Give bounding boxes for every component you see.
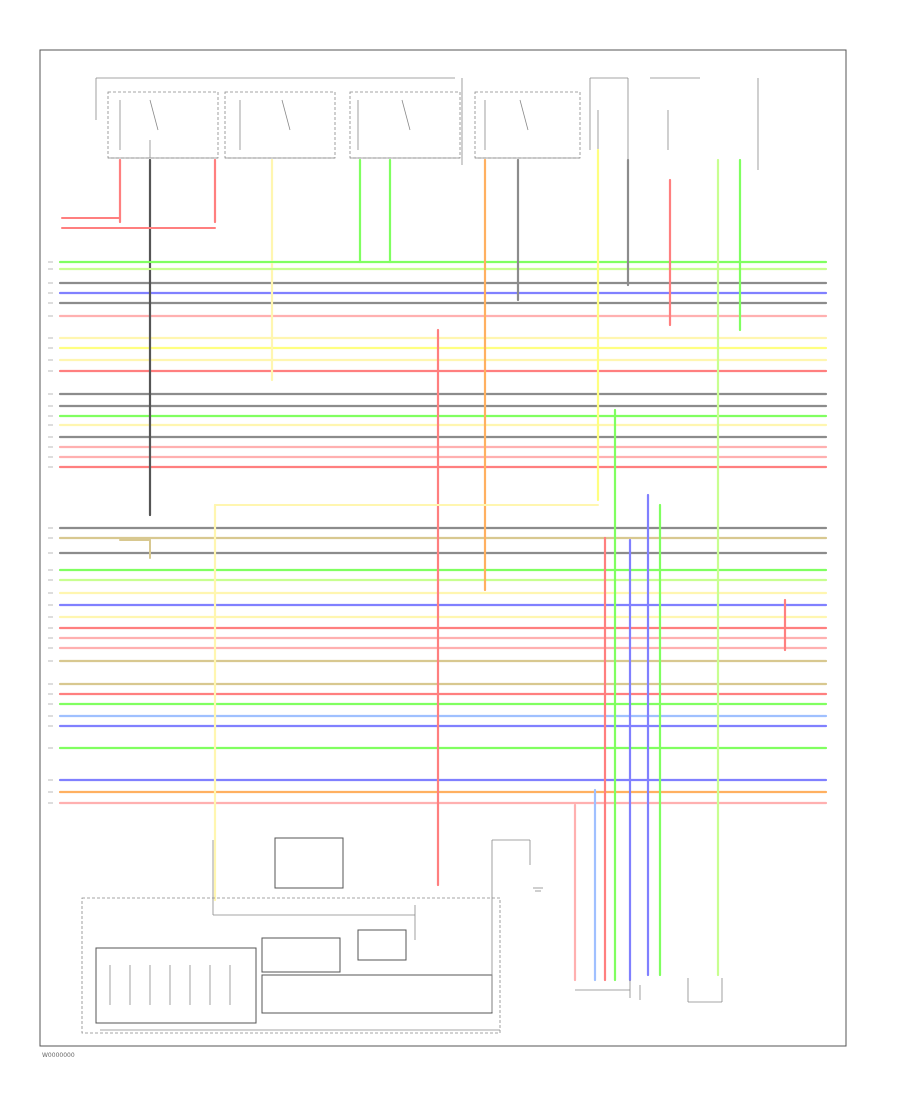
relay-block-1 [95,77,219,159]
connector-pins [48,261,53,804]
relay-block-3 [461,78,581,165]
ground-symbol [533,887,543,892]
sensor-connector [687,978,723,1003]
throttle-actuator-connector [575,980,641,1000]
relay-block-2 [215,77,461,159]
relay-block-5 [650,77,759,170]
footer-code: W0000000 [42,1052,75,1059]
powertrain-control-module [81,837,531,1034]
relay-block-4 [589,77,629,285]
harness-wires [58,148,828,982]
diagram-frame [39,49,847,1047]
